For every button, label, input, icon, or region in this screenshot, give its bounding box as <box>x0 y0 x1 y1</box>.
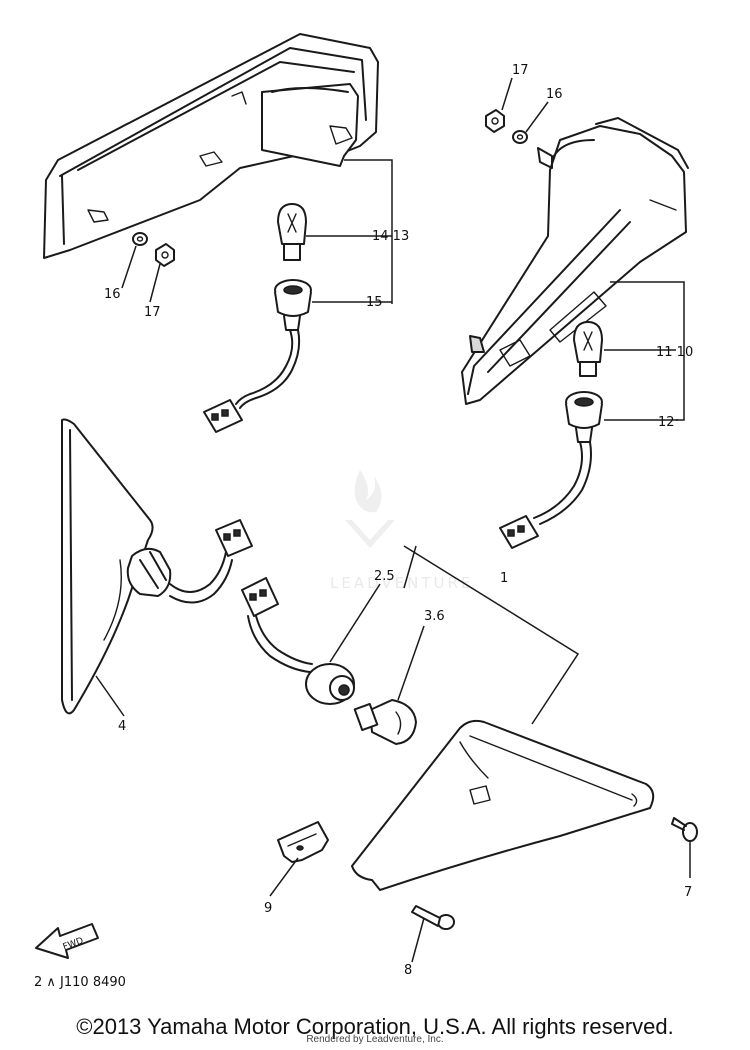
wire-right <box>533 441 592 525</box>
screw-7 <box>671 817 698 842</box>
label-part-11-10: 11 10 <box>656 345 693 360</box>
nut-17-top <box>485 109 505 133</box>
label-part-15: 15 <box>366 295 383 310</box>
harness-left-center <box>126 519 253 604</box>
label-part-4: 4 <box>118 719 126 734</box>
bulb-3-6 <box>353 699 417 745</box>
lens-1 <box>351 719 655 891</box>
bracket-9 <box>277 821 329 863</box>
label-part-17-left: 17 <box>144 305 161 320</box>
rendered-by-text: Rendered by Leadventure, Inc. <box>306 1034 444 1045</box>
label-part-9: 9 <box>264 901 272 916</box>
wire-left <box>235 329 301 409</box>
washer-16-top <box>512 130 528 144</box>
socket-15 <box>274 279 312 331</box>
connector-right <box>499 515 539 549</box>
bulb-11 <box>573 321 603 377</box>
label-part-8: 8 <box>404 963 412 978</box>
turn-signal-housing-left <box>43 33 379 259</box>
copyright-text: ©2013 Yamaha Motor Corporation, U.S.A. A… <box>76 1014 674 1039</box>
fwd-arrow-icon: FWD <box>35 923 99 959</box>
bulb-14 <box>277 203 307 261</box>
wire-center <box>247 615 313 673</box>
socket-2-5 <box>305 663 355 705</box>
leader-lines <box>95 77 691 963</box>
label-part-12: 12 <box>658 415 675 430</box>
turn-signal-housing-right <box>461 117 689 405</box>
label-part-16-top: 16 <box>546 87 563 102</box>
label-part-14-13: 14 13 <box>372 229 409 244</box>
connector-left <box>203 399 243 433</box>
socket-12 <box>565 391 603 443</box>
cover-4 <box>61 418 154 715</box>
screw-8 <box>411 905 455 930</box>
connector-center <box>241 577 279 617</box>
label-part-17-top: 17 <box>512 63 529 78</box>
washer-16-left <box>132 232 148 246</box>
nut-17-left <box>155 243 175 267</box>
watermark-logo: LEADVENTURE <box>330 470 473 592</box>
label-part-7: 7 <box>684 885 692 900</box>
watermark-text: LEADVENTURE <box>330 574 473 592</box>
label-part-2-5: 2.5 <box>374 569 395 584</box>
label-part-16-left: 16 <box>104 287 121 302</box>
diagram-code: 2 ∧ J110 8490 <box>34 975 126 990</box>
label-part-1: 1 <box>500 571 508 586</box>
label-part-3-6: 3.6 <box>424 609 445 624</box>
